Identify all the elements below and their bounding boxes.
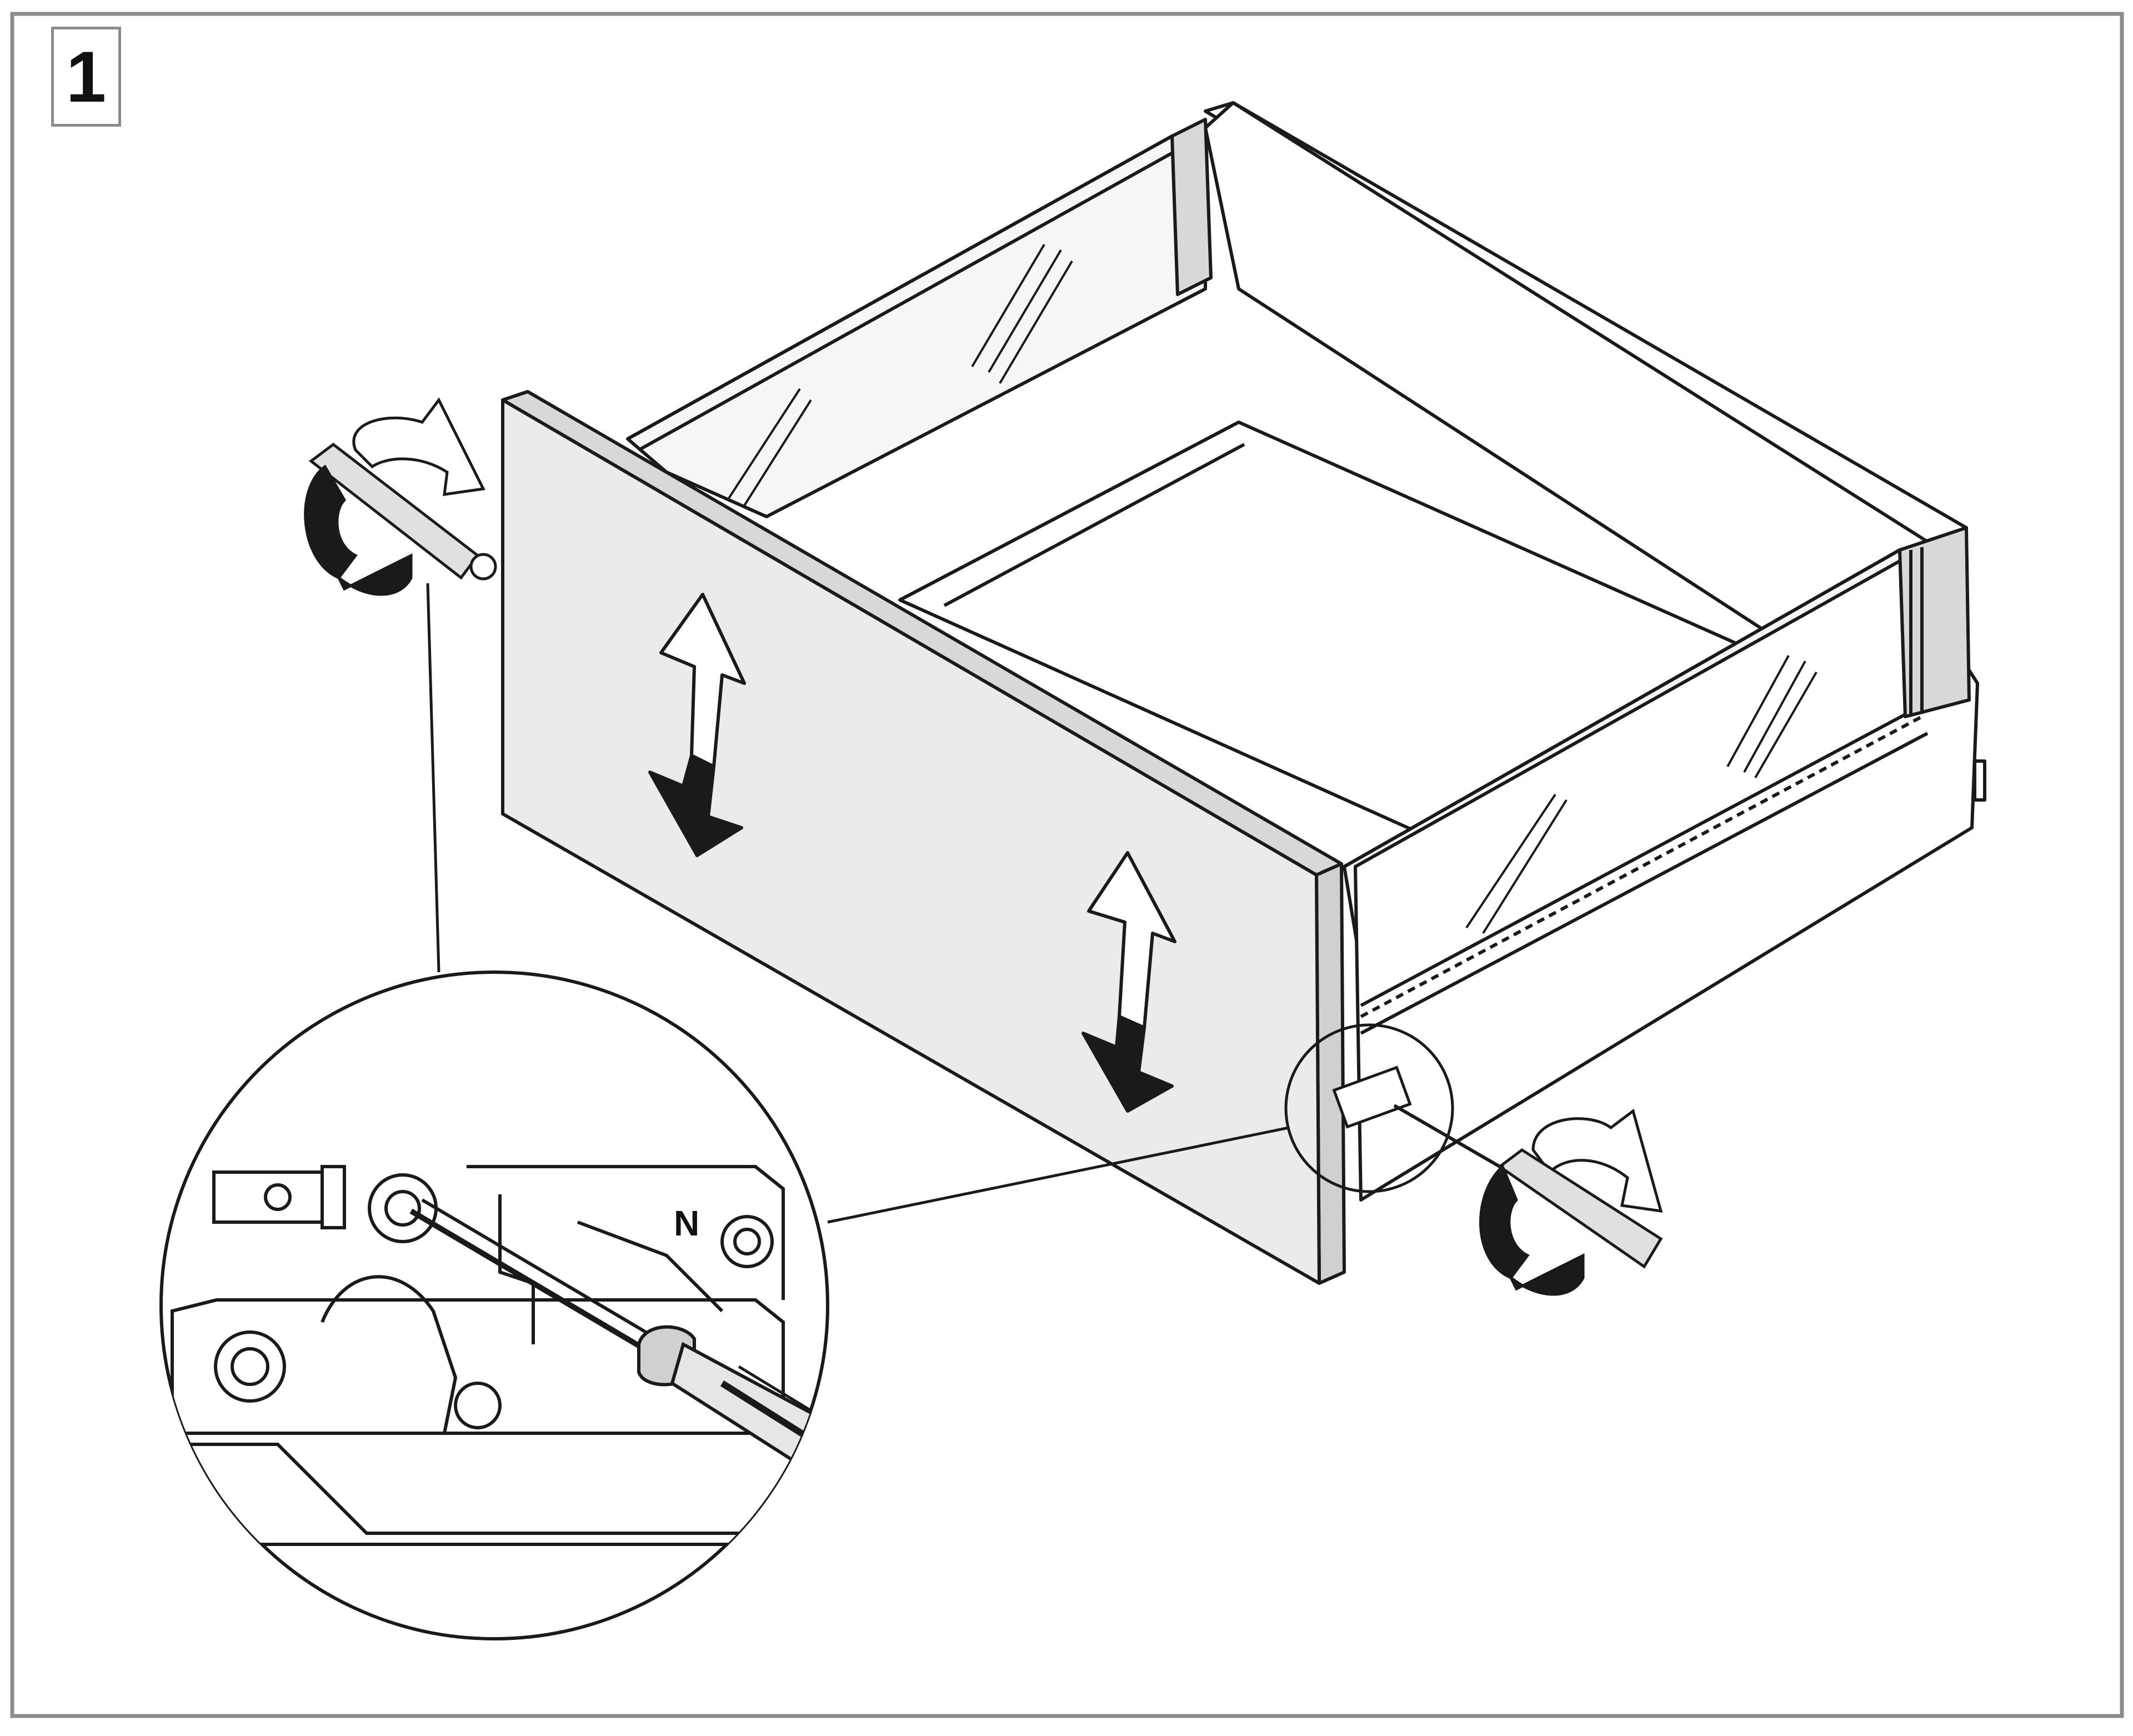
bracket-mark-label: N [674,1203,700,1243]
leader-line-left [426,583,440,973]
drawer-back-left-post [1170,118,1213,296]
arrow-down-left [648,754,743,857]
drawer-back-right-post [1898,526,1971,718]
detail-callout-small [1284,1023,1454,1193]
rotate-arrow-icon [1479,1164,1530,1280]
torx-screw-icon [264,1183,292,1211]
left-screw-adjuster [304,397,497,596]
torx-screw-icon [454,1382,502,1429]
screwdriver-icon [637,1325,828,1591]
drawer-right-runner [1354,559,1979,1202]
step-number-box: 1 [51,27,121,127]
screwdriver-icon [1497,1148,1663,1269]
step-number: 1 [66,36,107,117]
rotate-arrow-icon [304,464,358,580]
rotate-arrow-icon [1531,1108,1663,1213]
drawer-body [626,101,1986,1202]
arrow-down-right [1081,1015,1174,1113]
rotate-arrow-icon [352,397,485,496]
figure-frame [10,12,2124,1718]
right-screw-adjuster [1284,1023,1663,1296]
detail-circle [159,970,829,1640]
glass-reflections [727,243,1817,934]
drawer-left-glass [626,132,1207,518]
leader-line-right [827,1126,1289,1224]
front-panel-side-edge [1315,862,1346,1285]
up-down-arrow-icon [648,593,1176,1113]
